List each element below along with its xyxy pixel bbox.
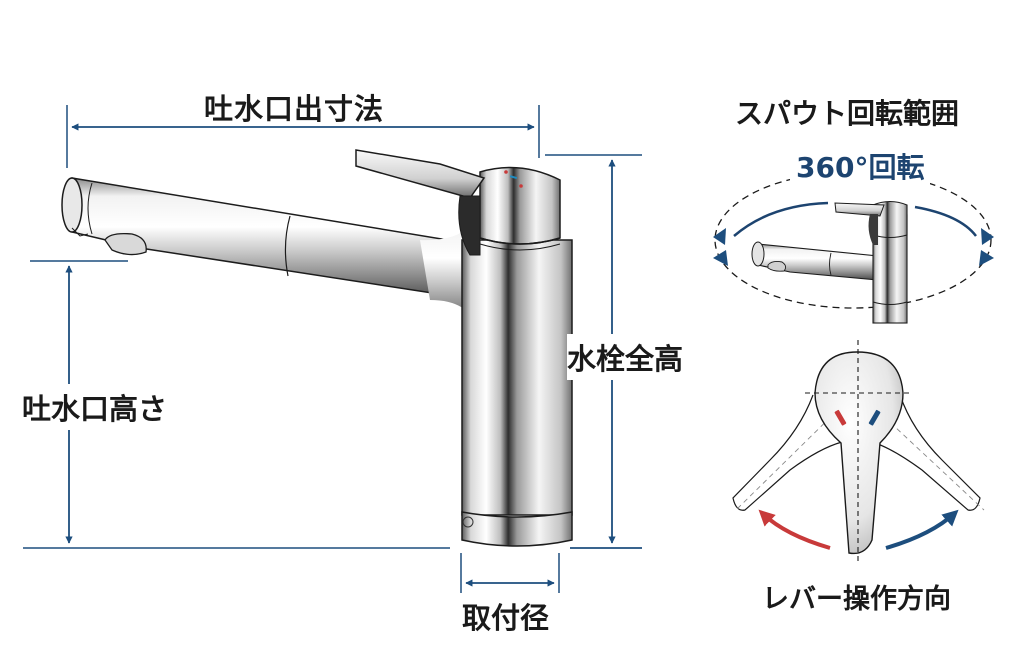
spout-rotation-inset bbox=[713, 171, 994, 324]
spout-reach-dimension bbox=[66, 105, 540, 168]
rotate-right-arrow-icon bbox=[981, 228, 994, 245]
rotate-left-arrow-icon bbox=[713, 228, 726, 245]
spout-rotation-title: スパウト回転範囲 bbox=[735, 97, 960, 130]
hot-direction-arrow-icon bbox=[758, 509, 831, 550]
mount-diameter-label: 取付径 bbox=[462, 601, 550, 635]
spout-rotation-value: 360°回転 bbox=[790, 146, 931, 186]
spout-reach-label: 吐水口出寸法 bbox=[204, 92, 385, 126]
rotate-left-arrow-icon bbox=[713, 250, 728, 266]
faucet-illustration bbox=[61, 149, 573, 547]
spout-height-label: 吐水口高さ bbox=[22, 384, 168, 430]
rotate-right-arrow-icon bbox=[979, 250, 994, 266]
hot-indicator-icon bbox=[834, 409, 847, 426]
mount-diameter-dimension bbox=[460, 553, 560, 593]
total-height-label: 水栓全高 bbox=[567, 334, 684, 380]
cold-direction-arrow-icon bbox=[885, 509, 959, 550]
lever-operation-inset bbox=[732, 340, 985, 565]
lever-operation-title: レバー操作方向 bbox=[762, 584, 951, 615]
cold-indicator-icon bbox=[868, 409, 881, 426]
